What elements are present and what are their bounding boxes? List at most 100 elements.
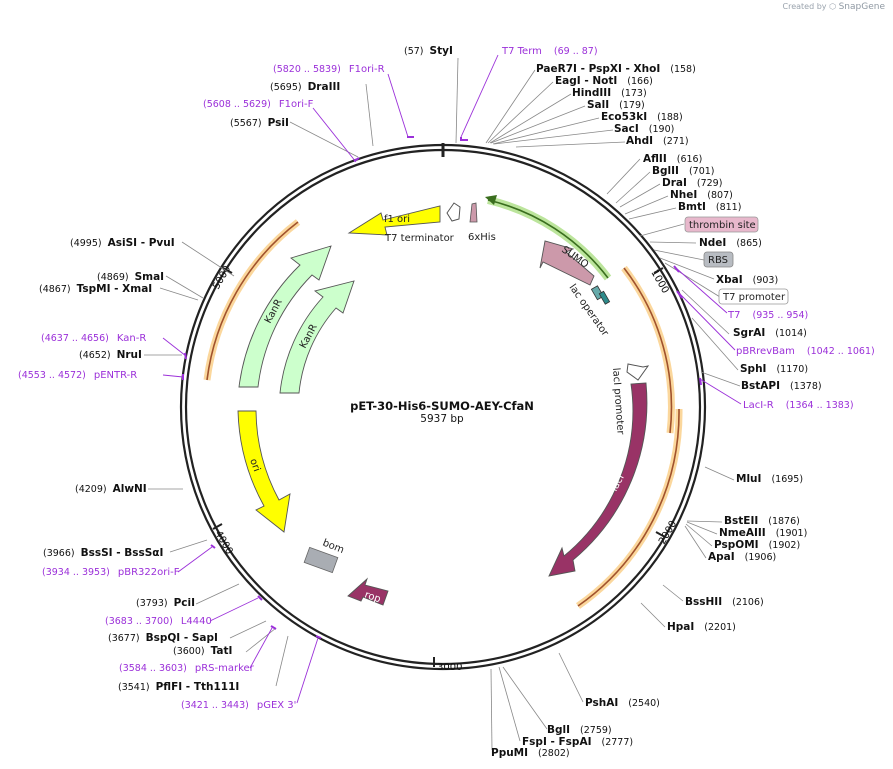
enzyme-ppumi: PpuMI(2802) [491,747,570,759]
bom-shape [303,546,339,574]
enzyme-drai: DraI(729) [662,177,722,189]
plasmid-size: 5937 bp [420,413,464,425]
enzyme-psii: (5567)PsiI [230,117,289,129]
enzyme-ndei: NdeI(865) [699,237,762,249]
enzyme-tati: (3600)TatI [173,645,232,657]
laci-arrow [548,382,648,577]
plasmid-name: pET-30-His6-SUMO-AEY-CfaN [350,399,534,413]
enzyme-nmeaiii: NmeAIII(1901) [719,527,807,539]
primer-pgex-3: (3421 .. 3443)pGEX 3' [181,700,296,711]
enzyme-bgli: BglI(2759) [547,724,612,736]
tick-mark-1000 [653,267,664,274]
enzyme-apai: ApaI(1906) [708,551,776,563]
tick-2000: 2000 [657,519,679,547]
laci-promoter-arrow [626,363,650,381]
his6-shape [469,202,478,223]
primer-pentr-r: (4553 .. 4572)pENTR-R [18,370,137,381]
enzyme-hindiii: HindIII(173) [572,87,647,99]
enzyme-ahdi: AhdI(271) [626,135,689,147]
highlight-arc-green [487,196,612,281]
laci-promoter-label: lacI promoter [610,367,626,435]
tick-4000: 4000 [212,529,234,557]
enzyme-pshai: PshAI(2540) [585,697,660,709]
primer-t7-term: T7 Term(69 .. 87) [501,46,598,57]
enzyme-styi: (57)StyI [404,45,453,57]
enzyme-sgrai: SgrAI(1014) [733,327,807,339]
enzyme-bmti: BmtI(811) [678,201,741,213]
f1-ori-label: f1 ori [384,214,410,225]
enzyme-pcii: (3793)PciI [136,597,195,609]
enzyme-hpai: HpaI(2201) [667,621,736,633]
thrombin-site-label: thrombin site [689,220,756,231]
enzyme-mlui: MluI(1695) [736,473,803,485]
enzyme-nhei: NheI(807) [670,189,733,201]
enzyme-sapi: (3677)BspQI - SapI [108,632,218,644]
enzyme-bsteii: BstEII(1876) [724,515,800,527]
enzyme-bstapi: BstAPI(1378) [741,380,822,392]
thrombin-site-box [684,216,759,233]
t7-promoter-box [718,288,789,305]
lac-operator-label: lac operator [567,282,611,339]
primer-prs-marker: (3584 .. 3603)pRS-marker [119,663,255,674]
green-arrowhead [485,195,497,205]
primer-f1ori-r: (5820 .. 5839)F1ori-R [273,64,385,75]
tick-mark-4000 [212,523,223,530]
enzyme-saci: SacI(190) [614,123,674,135]
enzyme-bsssi: (3966)BssSI - BssSαI [43,547,163,559]
his6-label: 6xHis [468,232,496,243]
kanr-outer-arrow [238,245,332,388]
primer-f1ori-f: (5608 .. 5629)F1ori-F [203,99,314,110]
primer-pbrrevbam: pBRrevBam(1042 .. 1061) [736,346,875,357]
enzyme-xhoi: PaeR7I - PspXI - XhoI(158) [536,63,696,75]
brand-name: SnapGene [838,2,885,12]
primer-marks [182,136,702,639]
f1-ori-arrow [347,205,441,236]
enzyme-nrui: (4652)NruI [79,349,142,361]
snapgene-brand: Created by ⬡ SnapGene [783,2,886,12]
ori-arrow [237,410,291,533]
primer-kan-r: (4637 .. 4656)Kan-R [41,333,146,344]
enzyme-bsshii: BssHII(2106) [685,596,764,608]
enzyme-tth111i: (3541)PflFI - Tth111I [118,681,239,693]
enzyme-eco53ki: Eco53kI(188) [601,111,683,123]
enzyme-smai: (4869)SmaI [97,271,164,283]
enzyme-pspomi: PspOMI(1902) [714,539,800,551]
enzyme-noti: EagI - NotI(166) [555,75,653,87]
sumo-arrow [539,240,595,286]
enzyme-leader-lines [144,57,741,751]
enzyme-sali: SalI(179) [587,99,645,111]
enzyme-xbai: XbaI(903) [716,274,778,286]
primer-laci-r: LacI-R(1364 .. 1383) [743,400,854,411]
snapgene-logo-icon: ⬡ [829,2,837,11]
created-by-label: Created by [782,2,827,11]
primer-l4440: (3683 .. 3700)L4440 [105,616,212,627]
enzyme-draiii: (5695)DraIII [270,81,340,93]
t7-promoter-label: T7 promoter [722,292,786,303]
cds-track-green [487,199,609,279]
tick-3000: 3000 [437,662,462,673]
enzyme-aflii: AflII(616) [643,153,702,165]
kanr-inner-arrow [279,280,355,394]
enzyme-alwni: (4209)AlwNI [75,483,147,495]
highlight-arc-orange-2 [575,408,683,609]
rbs-box [703,251,734,268]
laci-track-outer [577,408,680,607]
enzyme-asisi: (4995)AsiSI - PvuI [70,237,175,249]
lac-operator-shape-2 [598,290,611,305]
enzyme-fspi: FspI - FspAI(2777) [522,736,633,748]
laci-promoter-track [623,267,673,434]
primer-t7: T7(935 .. 954) [727,310,808,321]
enzyme-bglii: BglII(701) [652,165,714,177]
t7-terminator-shape [446,202,461,222]
tick-mark-2000 [655,531,666,538]
t7-terminator-label: T7 terminator [384,233,455,244]
enzyme-sphi: SphI(1170) [740,363,808,375]
rop-label: rop [363,589,382,605]
rop-arrow [347,577,389,606]
tick-mark-5000 [222,267,233,274]
kanr-track-outer [206,221,299,381]
enzyme-xmai: (4867)TspMI - XmaI [39,283,152,295]
ori-label: ori [247,457,262,473]
rbs-label: RBS [708,255,728,266]
